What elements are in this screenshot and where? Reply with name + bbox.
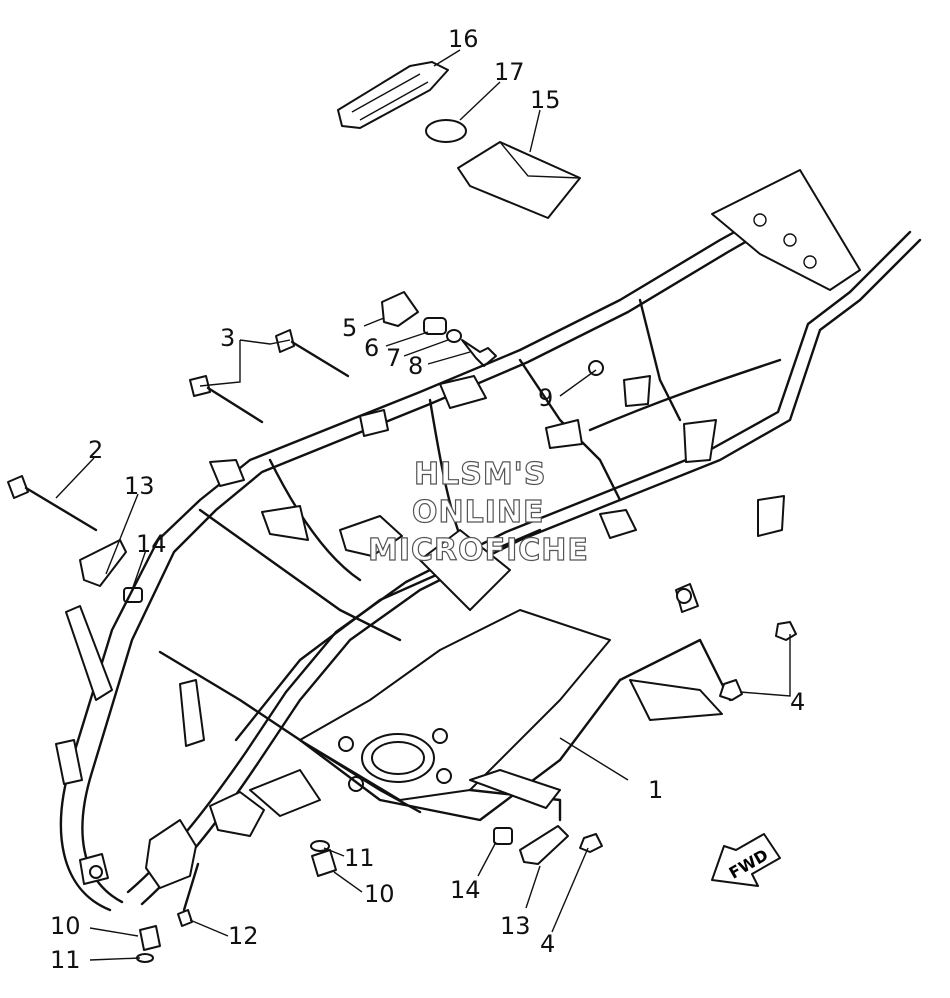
nut-part-4-a bbox=[775, 621, 797, 641]
bolt-part-14-right bbox=[493, 827, 513, 845]
damper-part-10-left bbox=[139, 925, 161, 951]
callout-11-center: 11 bbox=[344, 844, 375, 872]
collar-part-5 bbox=[381, 291, 419, 327]
watermark-line-2: ONLINE bbox=[412, 495, 545, 530]
callout-2: 2 bbox=[88, 436, 103, 464]
callout-8: 8 bbox=[408, 352, 423, 380]
callout-12: 12 bbox=[228, 922, 259, 950]
bracket-part-13-right bbox=[519, 825, 569, 865]
bolt-part-2 bbox=[7, 475, 98, 532]
bolt-part-3-upper bbox=[275, 329, 350, 378]
callout-13-left: 13 bbox=[124, 472, 155, 500]
watermark-line-3: MICROFICHE bbox=[368, 533, 589, 568]
callout-4-right: 4 bbox=[790, 688, 805, 716]
bracket-part-13-left bbox=[79, 539, 127, 587]
callout-17: 17 bbox=[494, 58, 525, 86]
callout-3: 3 bbox=[220, 324, 235, 352]
main-frame-part-1 bbox=[55, 169, 922, 912]
watermark-line-1: HLSM'S bbox=[414, 457, 546, 492]
tool-case-part-16 bbox=[337, 61, 449, 129]
callout-11-left: 11 bbox=[50, 946, 81, 974]
callout-14-left: 14 bbox=[136, 530, 167, 558]
callout-10-center: 10 bbox=[364, 880, 395, 908]
damper-part-10-center bbox=[311, 849, 337, 877]
collar-part-6 bbox=[423, 317, 447, 335]
callout-6: 6 bbox=[364, 334, 379, 362]
callout-5: 5 bbox=[342, 314, 357, 342]
callout-labels: 16 17 15 5 6 7 8 9 3 2 13 14 1 4 11 10 1… bbox=[50, 25, 805, 974]
callout-1: 1 bbox=[648, 776, 663, 804]
callout-4-lower: 4 bbox=[540, 930, 555, 958]
washer-part-7 bbox=[446, 329, 462, 343]
callout-7: 7 bbox=[386, 344, 401, 372]
gasket-part-17 bbox=[425, 119, 467, 143]
nut-part-4-b bbox=[719, 679, 743, 701]
tool-bag-part-15 bbox=[457, 141, 581, 219]
bolt-part-12 bbox=[177, 862, 200, 927]
leader-lines bbox=[55, 49, 791, 961]
nut-part-9 bbox=[588, 360, 604, 376]
callout-14-right: 14 bbox=[450, 876, 481, 904]
fwd-arrow-icon: FWD bbox=[711, 833, 781, 887]
callout-15: 15 bbox=[530, 86, 561, 114]
bolt-part-8 bbox=[461, 339, 497, 367]
callout-9: 9 bbox=[538, 384, 553, 412]
callout-16: 16 bbox=[448, 25, 479, 53]
callout-13-right: 13 bbox=[500, 912, 531, 940]
nut-part-4-lower bbox=[579, 833, 603, 853]
watermark: HLSM'S ONLINE MICROFICHE bbox=[367, 456, 589, 568]
callout-10-left: 10 bbox=[50, 912, 81, 940]
